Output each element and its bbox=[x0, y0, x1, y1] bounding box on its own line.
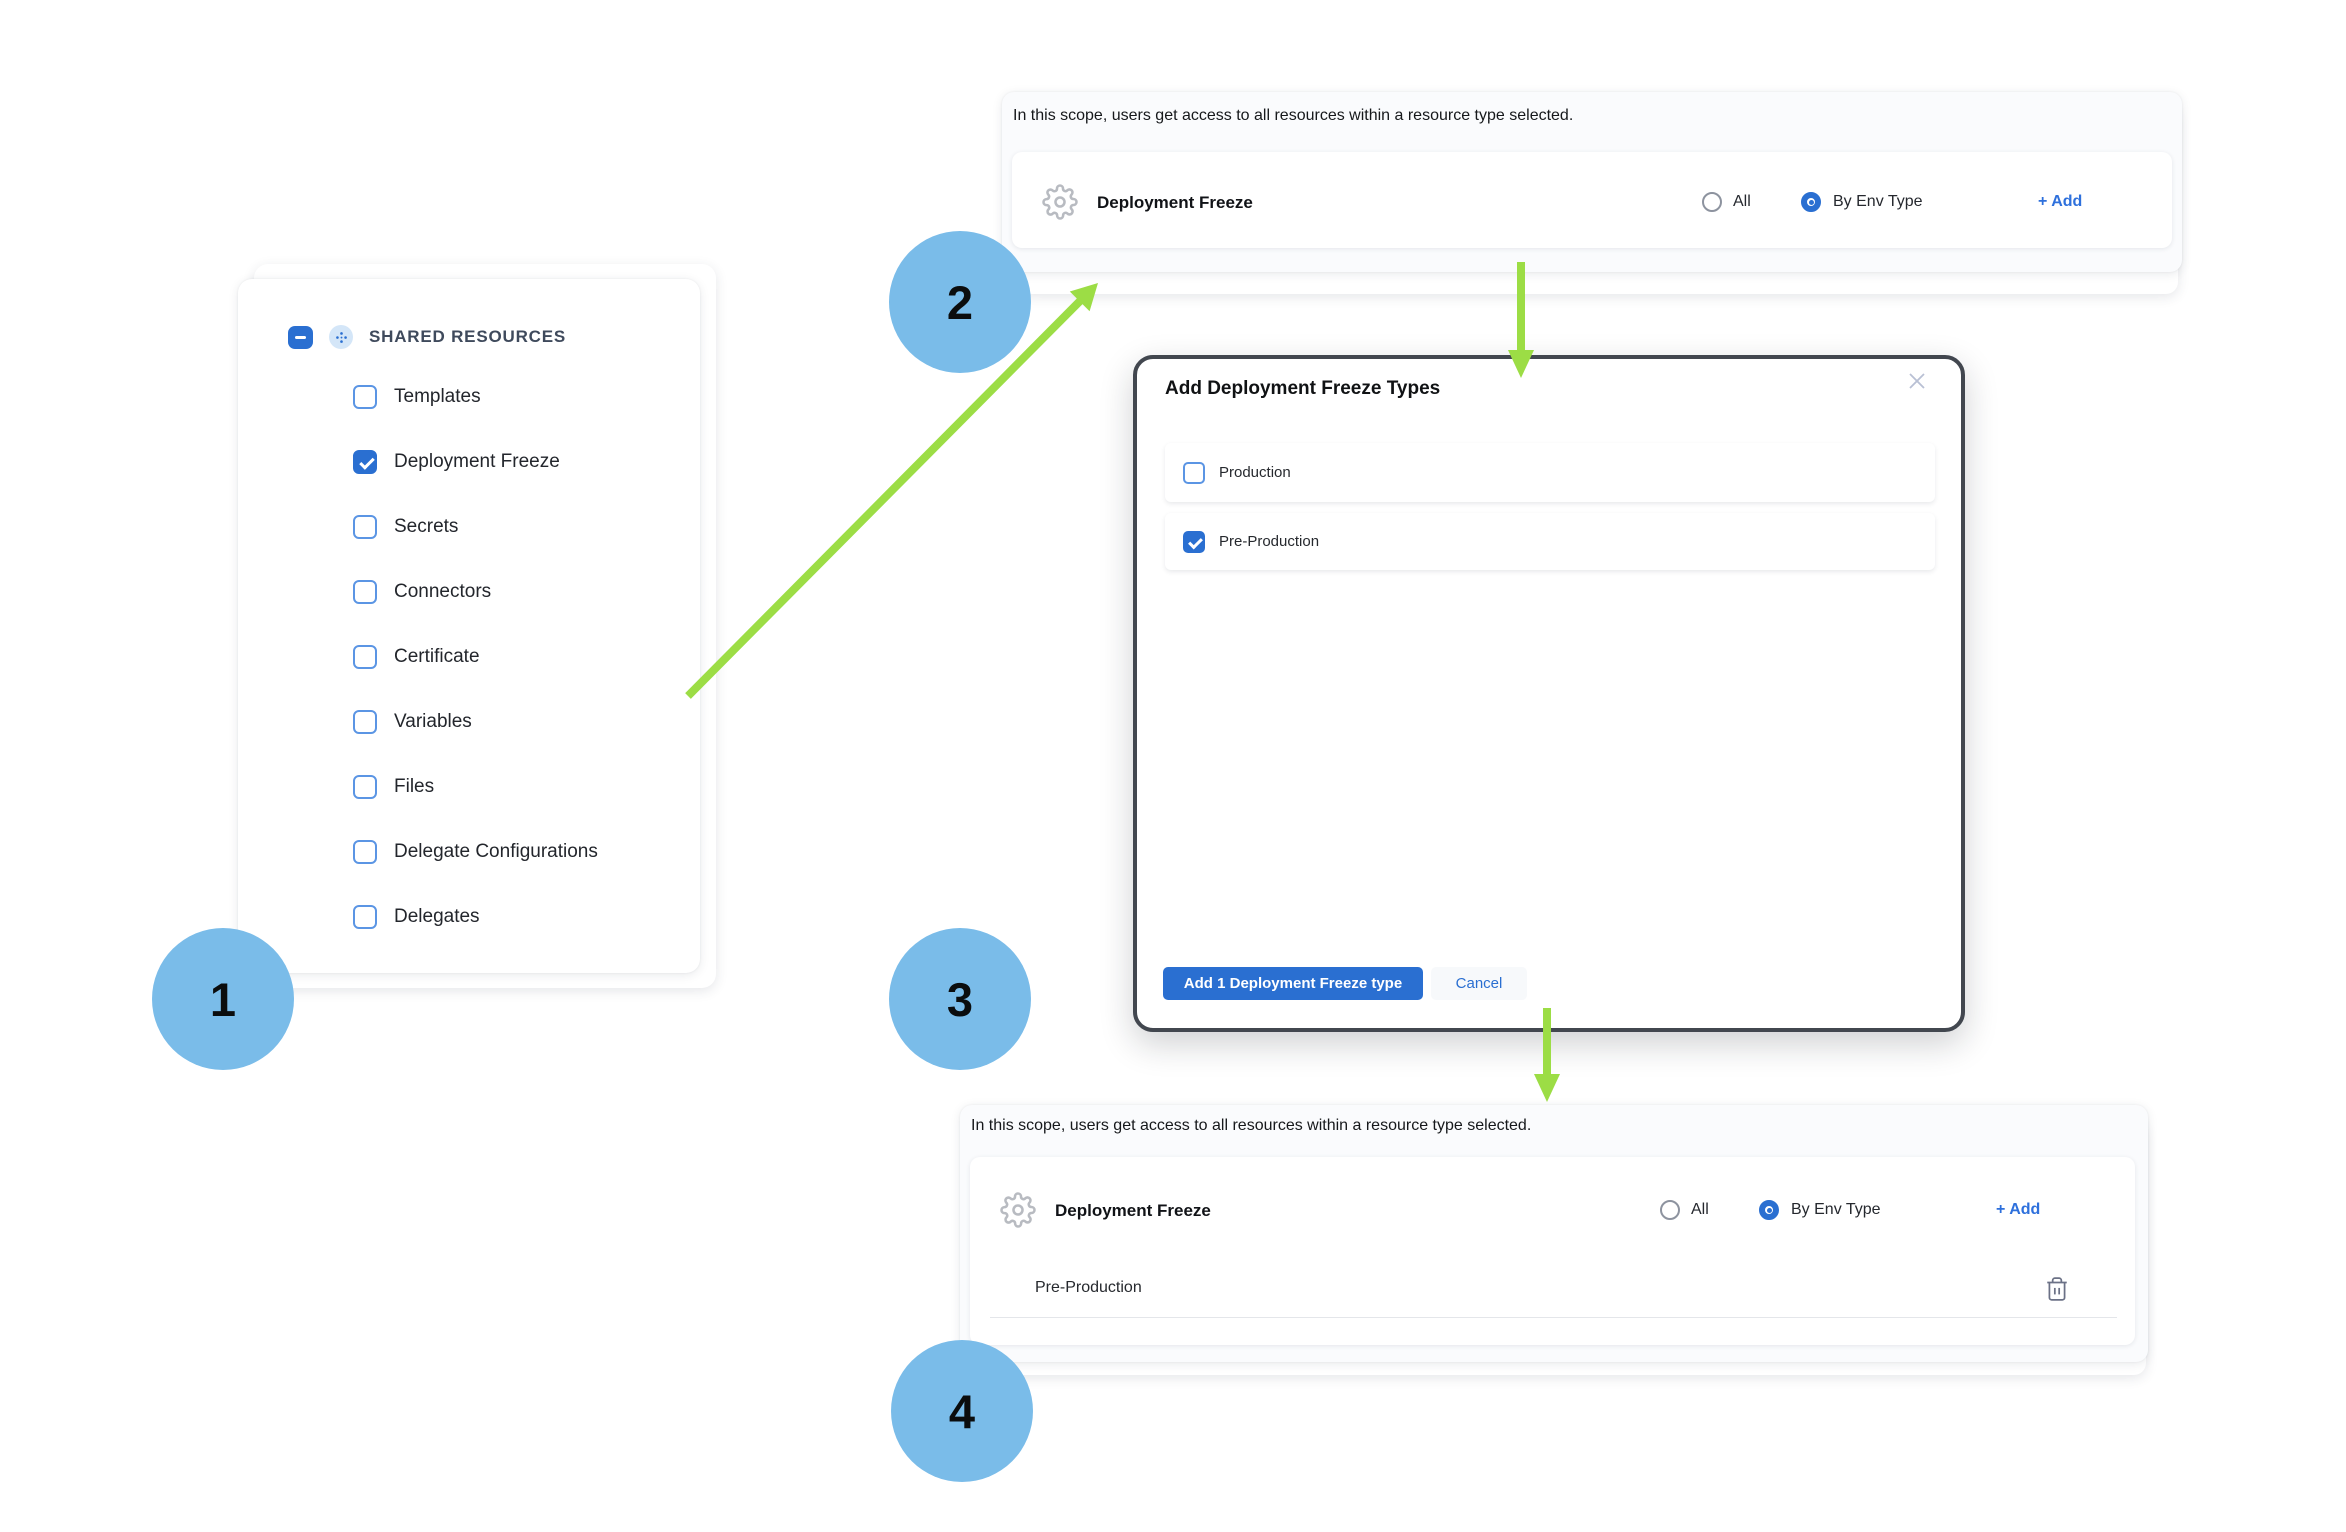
step-badge-2: 2 bbox=[889, 231, 1031, 373]
resource-item-deployment-freeze: Deployment Freeze bbox=[353, 450, 560, 474]
scope-description: In this scope, users get access to all r… bbox=[1013, 107, 1574, 124]
resource-item-label: Variables bbox=[394, 711, 472, 732]
scope-panel-top: In this scope, users get access to all r… bbox=[1002, 92, 2182, 272]
resource-item-label: Templates bbox=[394, 386, 481, 407]
radio-by-env-type-label[interactable]: By Env Type bbox=[1833, 193, 1923, 210]
radio-all[interactable] bbox=[1660, 1200, 1680, 1220]
modal-option-production: Production bbox=[1165, 443, 1935, 502]
modal-title: Add Deployment Freeze Types bbox=[1165, 378, 1441, 399]
checkbox-delegate-configurations[interactable] bbox=[353, 840, 377, 864]
resource-item-templates: Templates bbox=[353, 385, 481, 409]
checkbox-secrets[interactable] bbox=[353, 515, 377, 539]
checkbox-deployment-freeze[interactable] bbox=[353, 450, 377, 474]
add-deployment-freeze-type-button[interactable]: Add 1 Deployment Freeze type bbox=[1163, 967, 1423, 1000]
diamond-dots-icon bbox=[334, 330, 349, 345]
checkbox-templates[interactable] bbox=[353, 385, 377, 409]
checkbox-certificate[interactable] bbox=[353, 645, 377, 669]
arrow-step1-to-step2 bbox=[685, 298, 1083, 699]
shared-resources-header: SHARED RESOURCES bbox=[288, 325, 566, 349]
step-badge-4: 4 bbox=[891, 1340, 1033, 1482]
resource-type-label: Deployment Freeze bbox=[1055, 1201, 1211, 1220]
gear-icon bbox=[1042, 184, 1078, 220]
resource-item-files: Files bbox=[353, 775, 434, 799]
resource-item-label: Connectors bbox=[394, 581, 492, 602]
checkbox-variables[interactable] bbox=[353, 710, 377, 734]
resource-item-certificate: Certificate bbox=[353, 645, 480, 669]
resource-item-secrets: Secrets bbox=[353, 515, 458, 539]
radio-by-env-type-label[interactable]: By Env Type bbox=[1791, 1201, 1881, 1218]
panel-title: SHARED RESOURCES bbox=[369, 327, 566, 346]
scope-description: In this scope, users get access to all r… bbox=[971, 1117, 1532, 1134]
checkbox-production[interactable] bbox=[1183, 461, 1205, 484]
minus-icon bbox=[295, 335, 306, 339]
resource-item-variables: Variables bbox=[353, 710, 472, 734]
radio-all[interactable] bbox=[1702, 192, 1722, 212]
collapse-button[interactable] bbox=[288, 325, 313, 349]
shared-resources-module-badge bbox=[329, 325, 353, 349]
step-badge-3: 3 bbox=[889, 928, 1031, 1070]
resource-item-delegates: Delegates bbox=[353, 905, 480, 929]
radio-by-env-type[interactable] bbox=[1759, 1200, 1779, 1220]
scope-panel-bottom: In this scope, users get access to all r… bbox=[960, 1105, 2148, 1362]
divider bbox=[990, 1317, 2117, 1318]
arrowhead-icon bbox=[1534, 1074, 1560, 1102]
resource-item-label: Deployment Freeze bbox=[394, 451, 560, 472]
resource-type-card: Deployment Freeze All By Env Type + Add … bbox=[970, 1157, 2135, 1345]
checkbox-connectors[interactable] bbox=[353, 580, 377, 604]
cancel-button[interactable]: Cancel bbox=[1431, 967, 1527, 1000]
radio-by-env-type[interactable] bbox=[1801, 192, 1821, 212]
selected-type-label: Pre-Production bbox=[1035, 1279, 1142, 1296]
radio-all-label[interactable]: All bbox=[1691, 1201, 1709, 1218]
radio-all-label[interactable]: All bbox=[1733, 193, 1751, 210]
close-icon[interactable] bbox=[1905, 369, 1929, 393]
gear-icon bbox=[1000, 1192, 1036, 1228]
trash-icon[interactable] bbox=[2044, 1276, 2070, 1302]
resource-type-label: Deployment Freeze bbox=[1097, 193, 1253, 212]
checkbox-files[interactable] bbox=[353, 775, 377, 799]
resource-type-card: Deployment Freeze All By Env Type + Add bbox=[1012, 152, 2172, 248]
add-link[interactable]: + Add bbox=[2038, 193, 2083, 210]
checkbox-delegates[interactable] bbox=[353, 905, 377, 929]
modal-option-pre-production: Pre-Production bbox=[1165, 513, 1935, 570]
resource-item-label: Secrets bbox=[394, 516, 459, 537]
add-deployment-freeze-types-modal: Add Deployment Freeze Types Production P… bbox=[1133, 355, 1965, 1032]
modal-option-label: Pre-Production bbox=[1219, 533, 1320, 550]
modal-option-label: Production bbox=[1219, 464, 1291, 481]
resource-item-label: Delegate Configurations bbox=[394, 841, 598, 862]
resource-item-delegate-configurations: Delegate Configurations bbox=[353, 840, 598, 864]
shared-resources-panel: SHARED RESOURCES Templates Deployment Fr… bbox=[238, 279, 700, 973]
resource-item-label: Files bbox=[394, 776, 435, 797]
resource-item-label: Certificate bbox=[394, 646, 480, 667]
resource-item-connectors: Connectors bbox=[353, 580, 491, 604]
resource-item-label: Delegates bbox=[394, 906, 480, 927]
checkbox-pre-production[interactable] bbox=[1183, 530, 1205, 553]
step-badge-1: 1 bbox=[152, 928, 294, 1070]
add-link[interactable]: + Add bbox=[1996, 1201, 2041, 1218]
